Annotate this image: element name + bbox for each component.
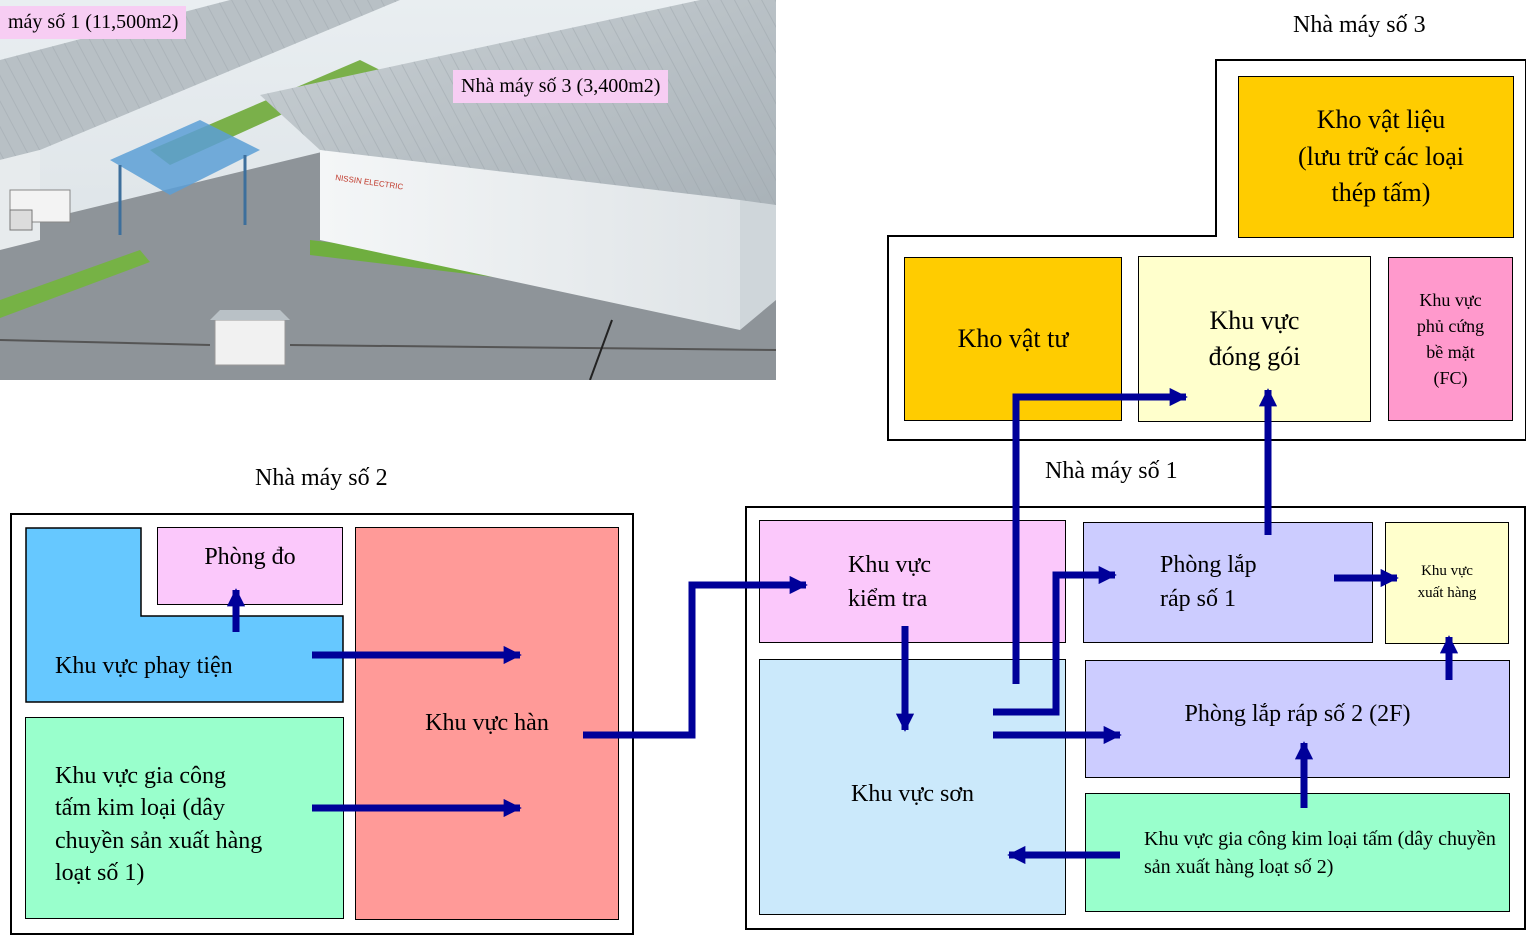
measuring-room-label: Phòng đo xyxy=(204,544,296,570)
assembly-room-2-label: Phòng lắp ráp số 2 (2F) xyxy=(1184,700,1411,727)
photo-tag-factory-3: Nhà máy số 3 (3,400m2) xyxy=(453,70,669,103)
factory-3-title: Nhà máy số 3 xyxy=(1293,12,1426,38)
factory-2-title: Nhà máy số 2 xyxy=(255,465,388,491)
measuring-room: Phòng đo xyxy=(157,527,343,605)
painting-area: Khu vực sơn xyxy=(759,659,1066,915)
factory-1-title: Nhà máy số 1 xyxy=(1045,458,1178,484)
supply-storage-label: Kho vật tư xyxy=(957,324,1069,353)
welding-area-label: Khu vực hàn xyxy=(425,710,549,736)
assembly-room-1-label: Phòng lắp ráp số 1 xyxy=(1160,551,1257,612)
shipping-area-label: Khu vực xuất hàng xyxy=(1417,563,1477,601)
sheet-metal-label: Khu vực gia công tấm kim loại (dây chuyề… xyxy=(55,763,263,887)
aerial-illustration: NISSIN ELECTRIC xyxy=(0,0,776,380)
inspection-area-label: Khu vực kiểm tra xyxy=(848,552,931,612)
assembly-room-1: Phòng lắp ráp số 1 xyxy=(1083,522,1373,643)
metal-sheet-area-label: Khu vực gia công kim loại tấm (dây chuyề… xyxy=(1144,827,1496,878)
milling-turning-label: Khu vực phay tiện xyxy=(55,653,233,679)
arrow-welding-to-inspection xyxy=(583,575,808,739)
metal-sheet-area: Khu vực gia công kim loại tấm (dây chuyề… xyxy=(1085,793,1510,912)
material-storage-label: Kho vật liệu (lưu trữ các loại thép tấm) xyxy=(1297,105,1465,208)
photo-tag-factory-1: máy số 1 (11,500m2) xyxy=(0,6,187,39)
factory-aerial-photo: NISSIN ELECTRIC máy số 1 (11,500m2) Nhà … xyxy=(0,0,776,380)
painting-area-label: Khu vực sơn xyxy=(850,780,975,807)
milling-turning-area xyxy=(25,527,344,703)
hard-coating-area-label: Khu vực phủ cứng bề mặt (FC) xyxy=(1416,289,1485,389)
packing-area-label: Khu vực đóng gói xyxy=(1208,305,1301,371)
sheet-metal-area: Khu vực gia công tấm kim loại (dây chuyề… xyxy=(25,717,344,919)
arrow-painting-to-packing xyxy=(1012,387,1188,684)
material-storage: Kho vật liệu (lưu trữ các loại thép tấm) xyxy=(1238,76,1514,238)
hard-coating-area: Khu vực phủ cứng bề mặt (FC) xyxy=(1388,257,1513,421)
assembly-room-2: Phòng lắp ráp số 2 (2F) xyxy=(1085,660,1510,778)
welding-area: Khu vực hàn xyxy=(355,527,619,920)
arrow-painting-to-assembly-1 xyxy=(993,565,1117,716)
